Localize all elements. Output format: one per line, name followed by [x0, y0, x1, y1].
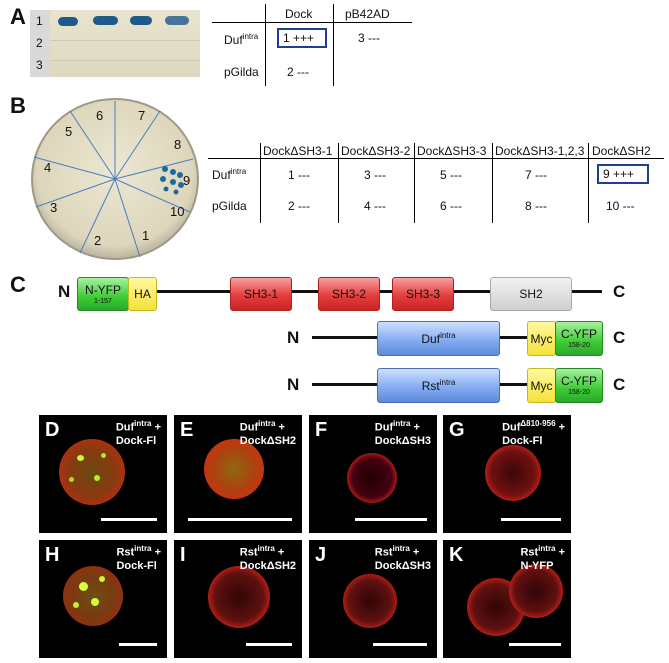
panel-label-k: K [449, 544, 464, 566]
rst-intra-domain: Rstintra [377, 368, 500, 403]
blue-colony [130, 16, 152, 25]
row-header-b-duf: Dufintra [212, 167, 247, 182]
positive-result-box-b [597, 164, 649, 184]
panel-label-c: C [10, 272, 26, 297]
sector-7: 7 [138, 108, 146, 123]
cell-b-2: 2 --- [288, 199, 310, 213]
col-header-b-5: DockΔSH2 [592, 144, 651, 158]
row-header-b-pgilda: pGilda [212, 199, 247, 213]
sh3-2-domain: SH3-2 [318, 277, 380, 311]
nyfp-domain: N-YFP 1-157 [77, 277, 129, 311]
sh3-3-domain: SH3-3 [392, 277, 454, 311]
label-f: Dufintra +DockΔSH3 [374, 419, 431, 447]
panel-label-j: J [315, 544, 327, 566]
micrograph-d: D Dufintra +Dock-Fl [39, 415, 167, 533]
cell-b-9: 9 +++ [603, 167, 635, 181]
micrograph-k: K Rstintra +N-YFP [443, 540, 571, 658]
scale-bar [355, 518, 427, 521]
scale-bar [188, 518, 292, 521]
n-terminus: N [287, 375, 300, 394]
ha-tag: HA [128, 277, 157, 311]
label-h: Rstintra +Dock-Fl [116, 544, 161, 572]
panel-label-i: I [180, 544, 186, 566]
cell-b-8: 8 --- [525, 199, 547, 213]
micrograph-g: G DufΔ810-956 +Dock-Fl [443, 415, 571, 533]
col-header-b-4: DockΔSH3-1,2,3 [495, 144, 585, 158]
c-terminus: C [613, 282, 626, 301]
label-k: Rstintra +N-YFP [520, 544, 565, 572]
cell-b-7: 7 --- [525, 168, 547, 182]
sh2-domain: SH2 [490, 277, 572, 311]
panel-label-a: A [10, 4, 26, 29]
micrograph-j: J Rstintra +DockΔSH3 [309, 540, 437, 658]
cell-a-2: 2 --- [287, 65, 309, 79]
col-header-pb42ad: pB42AD [345, 7, 390, 21]
panel-label-g: G [449, 419, 465, 441]
panel-label-d: D [45, 419, 60, 441]
c-terminus: C [613, 375, 626, 394]
petri-dish [31, 98, 199, 260]
cell-a-3: 3 --- [358, 31, 380, 45]
sh3-1-domain: SH3-1 [230, 277, 292, 311]
panel-label-e: E [180, 419, 194, 441]
panel-label-f: F [315, 419, 328, 441]
row-header-pgilda: pGilda [224, 65, 259, 79]
myc-tag: Myc [527, 368, 556, 403]
cell-b-10: 10 --- [606, 199, 635, 213]
cyfp-domain: C-YFP 158-20 [555, 368, 603, 403]
sector-9: 9 [183, 173, 191, 188]
micrograph-e: E Dufintra +DockΔSH2 [174, 415, 302, 533]
n-terminus: N [58, 282, 71, 301]
col-header-b-1: DockΔSH3-1 [263, 144, 333, 158]
panel-label-b: B [10, 93, 26, 118]
strip-row-labels: 1 2 3 [30, 10, 50, 77]
scale-bar [509, 643, 561, 646]
scale-bar [101, 518, 157, 521]
row-header-duf: Dufintra [224, 32, 259, 47]
scale-bar [501, 518, 561, 521]
sector-6: 6 [96, 108, 104, 123]
sector-4: 4 [44, 160, 52, 175]
micrograph-i: I Rstintra +DockΔSH2 [174, 540, 302, 658]
cell-b-4: 4 --- [364, 199, 386, 213]
cell-b-6: 6 --- [440, 199, 462, 213]
strip-row-1: 1 [36, 14, 43, 28]
strip-row-2: 2 [36, 36, 43, 50]
col-header-b-3: DockΔSH3-3 [417, 144, 487, 158]
scale-bar [119, 643, 157, 646]
cell-b-1: 1 --- [288, 168, 310, 182]
c-terminus: C [613, 328, 626, 347]
label-g: DufΔ810-956 +Dock-Fl [502, 419, 565, 447]
sector-5: 5 [65, 124, 73, 139]
panel-label-h: H [45, 544, 60, 566]
myc-tag: Myc [527, 321, 556, 356]
cell-a-1: 1 +++ [283, 31, 315, 45]
label-j: Rstintra +DockΔSH3 [374, 544, 431, 572]
scale-bar [246, 643, 292, 646]
micrograph-h: H Rstintra +Dock-Fl [39, 540, 167, 658]
duf-intra-domain: Dufintra [377, 321, 500, 356]
cell-b-3: 3 --- [364, 168, 386, 182]
blue-colony [58, 17, 78, 26]
sector-1: 1 [142, 228, 150, 243]
n-terminus: N [287, 328, 300, 347]
label-d: Dufintra +Dock-Fl [115, 419, 161, 447]
sector-2: 2 [94, 233, 102, 248]
label-e: Dufintra +DockΔSH2 [239, 419, 296, 447]
micrograph-f: F Dufintra +DockΔSH3 [309, 415, 437, 533]
col-header-b-2: DockΔSH3-2 [341, 144, 411, 158]
sector-8: 8 [174, 137, 182, 152]
label-i: Rstintra +DockΔSH2 [239, 544, 296, 572]
blue-colony [165, 16, 189, 25]
col-header-dock: Dock [285, 7, 313, 21]
blue-colony [93, 16, 118, 25]
positive-result-box [277, 28, 327, 48]
sector-3: 3 [50, 200, 58, 215]
cell-b-5: 5 --- [440, 168, 462, 182]
scale-bar [373, 643, 427, 646]
cyfp-domain: C-YFP 158-20 [555, 321, 603, 356]
strip-row-3: 3 [36, 58, 43, 72]
sector-10: 10 [170, 204, 185, 219]
yeast-plate-strip [30, 10, 200, 77]
